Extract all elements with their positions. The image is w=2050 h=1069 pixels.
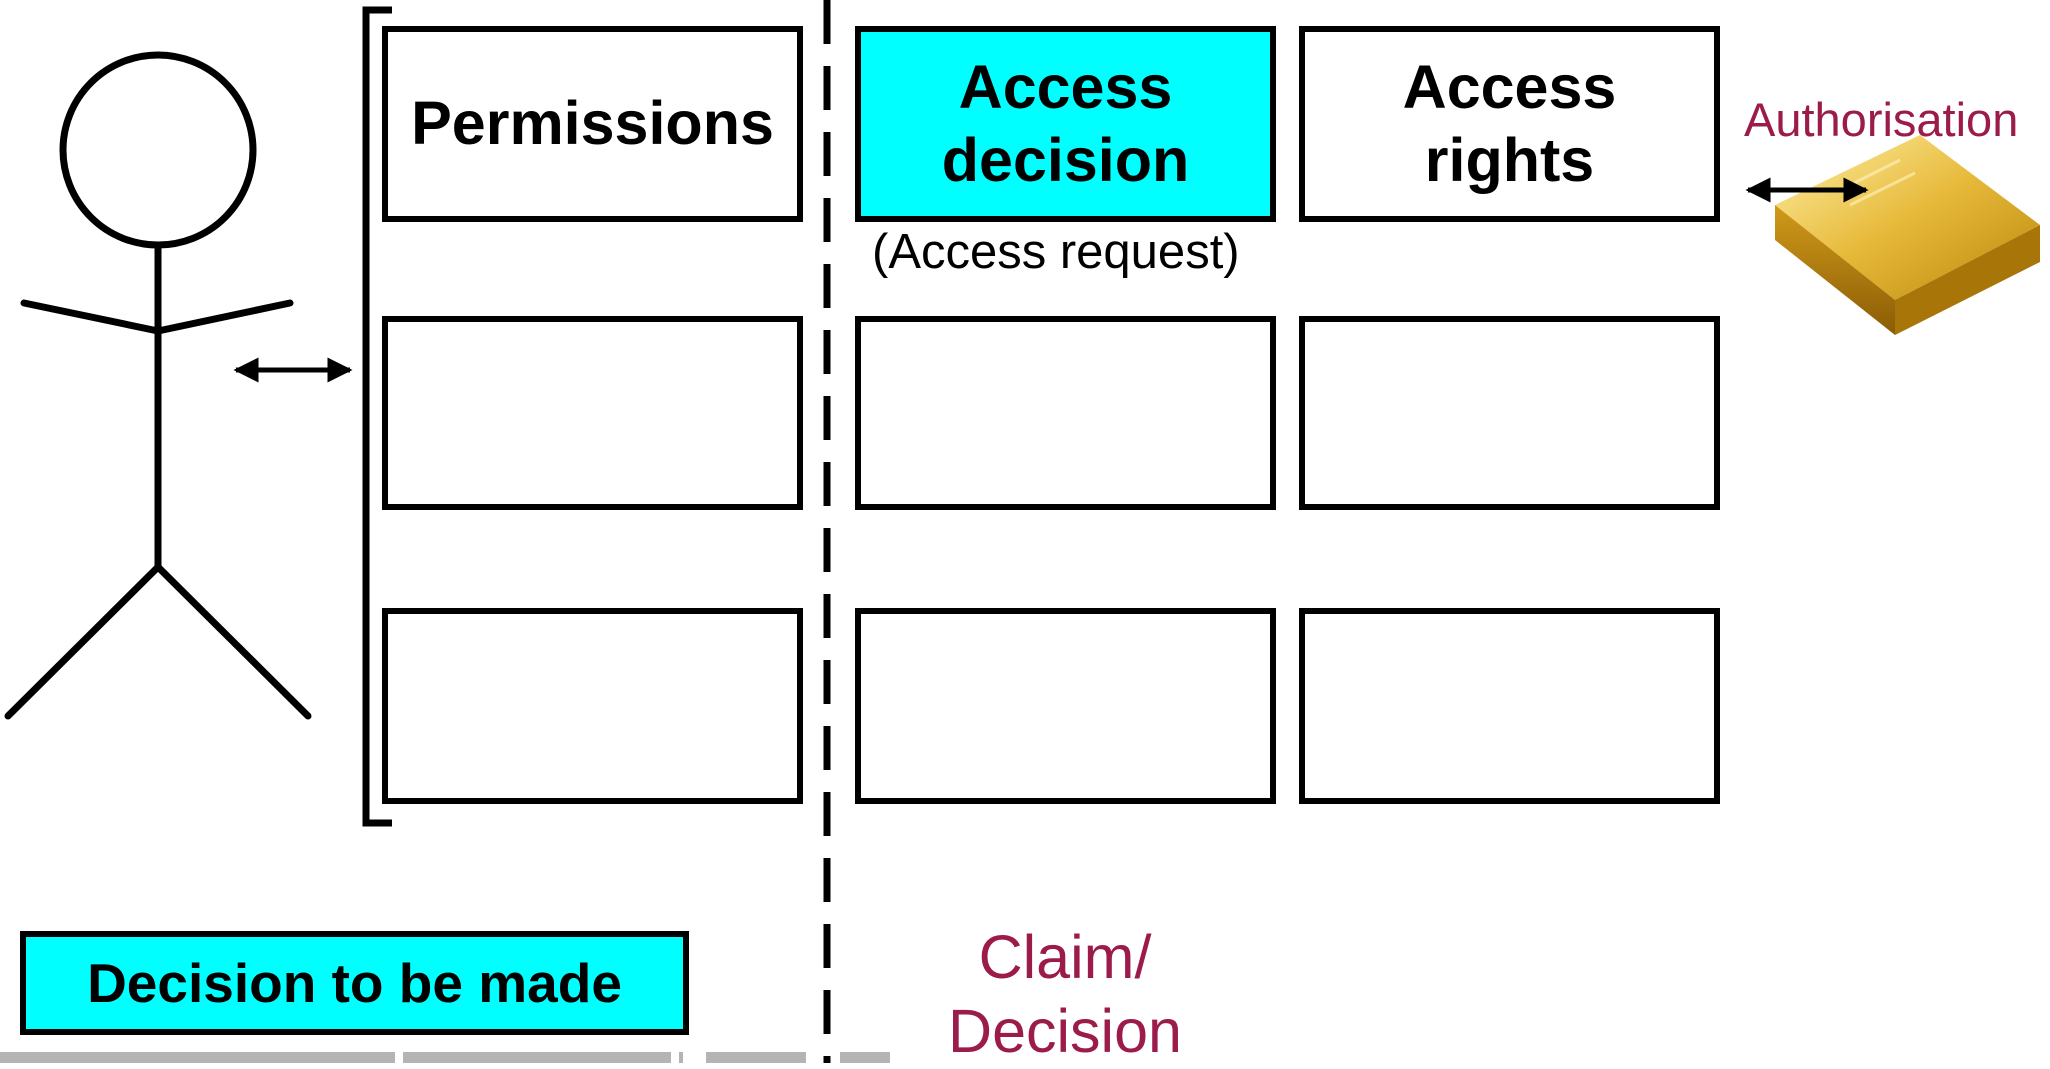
figure-head	[59, 51, 257, 249]
permissions-bracket	[362, 6, 392, 827]
gold-bar-icon	[1775, 135, 2040, 335]
bottom-strip	[0, 1052, 890, 1063]
access-decision-box-row-3	[855, 608, 1276, 804]
access-decision-box-row-2	[855, 316, 1276, 510]
figure-right-arm	[154, 299, 294, 335]
permissions-box-row-3	[382, 608, 803, 804]
access-rights-box: Access rights	[1299, 26, 1720, 222]
claim-decision-label: Claim/ Decision	[948, 923, 1182, 1066]
access-rights-box-row-3	[1299, 608, 1720, 804]
figure-left-arm	[20, 299, 162, 335]
access-rights-label: Access rights	[1402, 52, 1617, 194]
legend-label: Decision to be made	[87, 952, 622, 1014]
figure-right-leg	[154, 563, 312, 720]
legend-decision-to-be-made: Decision to be made	[20, 931, 689, 1035]
stick-figure-icon	[4, 51, 312, 720]
authorisation-label: Authorisation	[1744, 93, 2019, 146]
permissions-label: Permissions	[411, 89, 774, 158]
permissions-box-row-2	[382, 316, 803, 510]
permissions-box: Permissions	[382, 26, 803, 222]
access-decision-box: Access decision	[855, 26, 1276, 222]
figure-left-leg	[4, 563, 162, 720]
access-rights-box-row-2	[1299, 316, 1720, 510]
access-decision-label: Access decision	[941, 52, 1190, 194]
access-request-caption: (Access request)	[872, 225, 1240, 279]
